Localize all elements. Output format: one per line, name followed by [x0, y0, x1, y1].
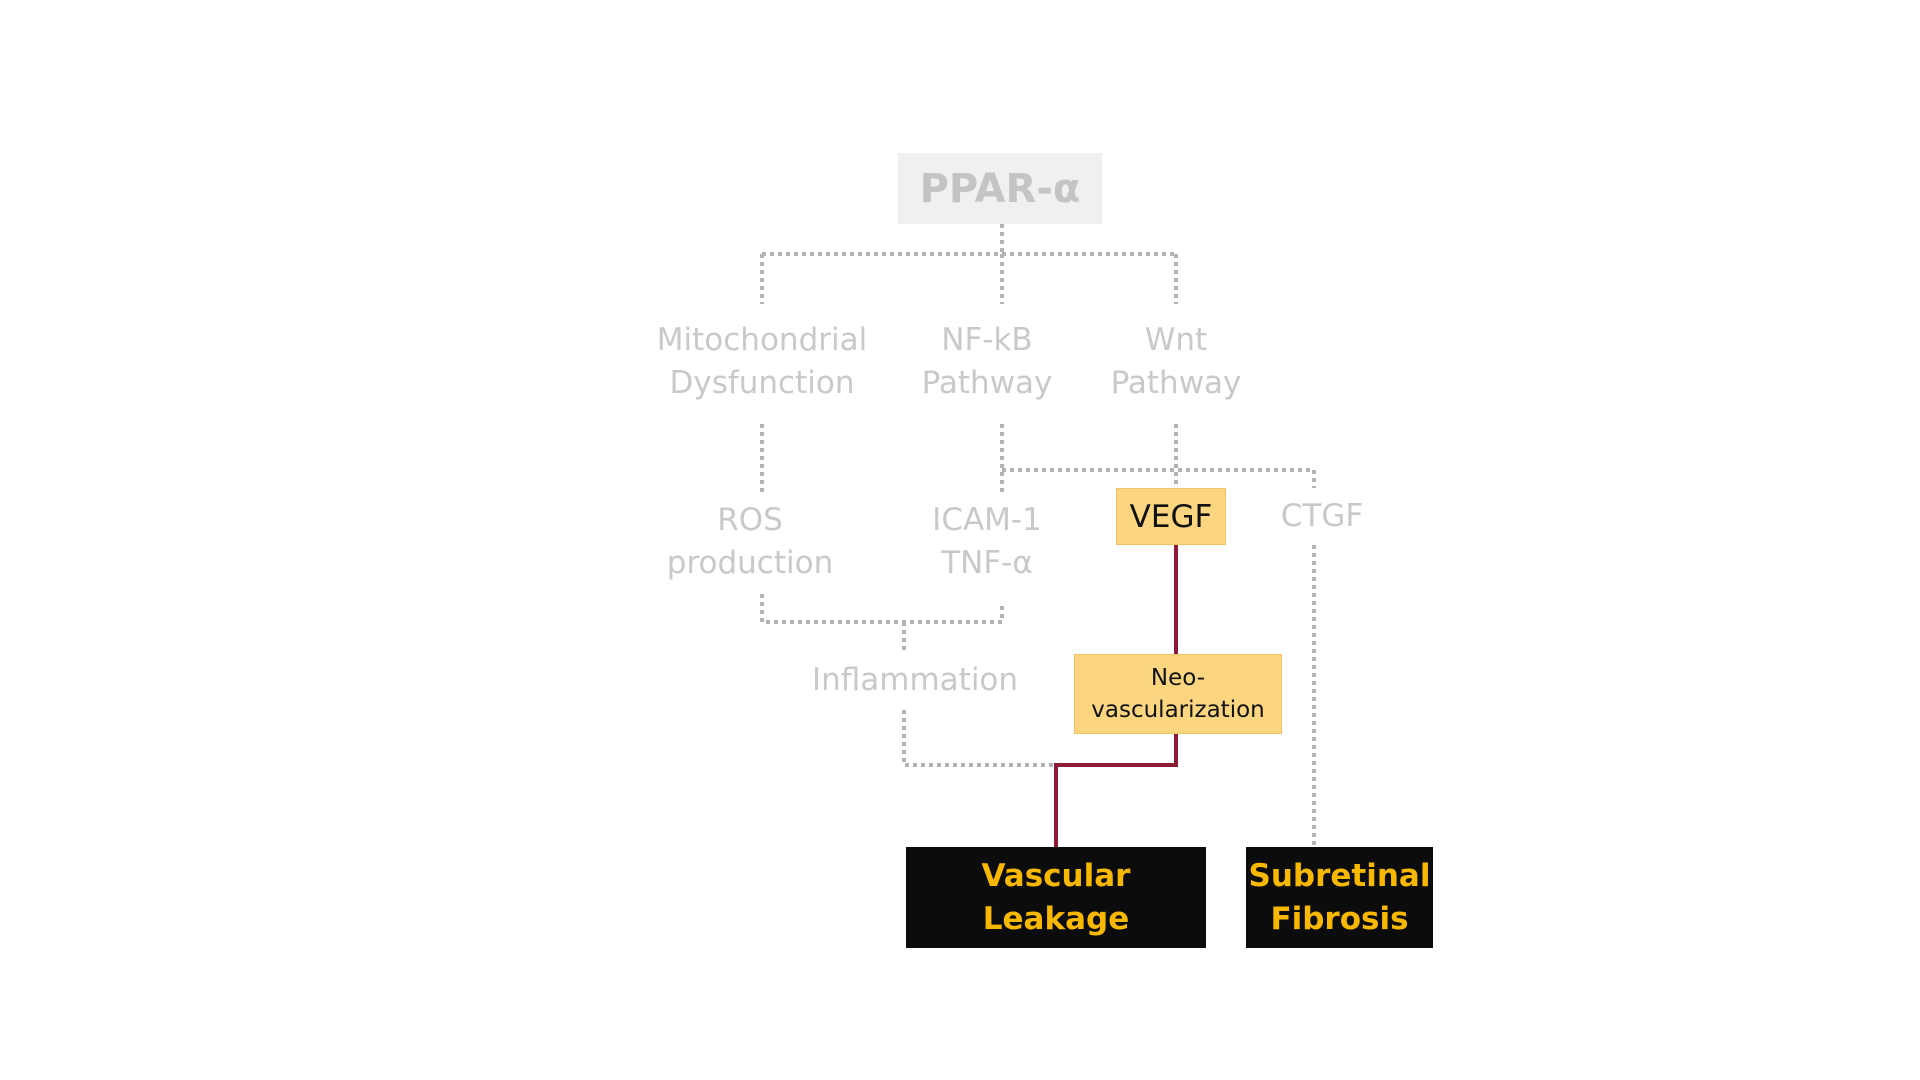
icam-line2: TNF-α — [941, 545, 1033, 581]
neovascularization-line1: Neo- — [1150, 665, 1206, 691]
icam-tnf-node: ICAM-1 TNF-α — [912, 498, 1062, 586]
neovascularization-line2: vascularization — [1091, 697, 1265, 723]
vegf-box: VEGF — [1116, 488, 1226, 545]
nfkb-line2: Pathway — [921, 365, 1053, 401]
link-neo-to-leakage — [1054, 734, 1178, 847]
wnt-pathway-node: Wnt Pathway — [1096, 318, 1256, 406]
ppar-alpha-box: PPAR-α — [898, 153, 1102, 224]
mitochondrial-dysfunction-node: Mitochondrial Dysfunction — [642, 318, 882, 406]
ros-line1: ROS — [717, 502, 783, 538]
vascular-leakage-box: Vascular Leakage — [906, 847, 1206, 948]
inflammation-label: Inflammation — [811, 661, 1019, 698]
icam-line1: ICAM-1 — [932, 502, 1042, 538]
ppar-alpha-label: PPAR-α — [919, 165, 1081, 212]
subretinal-fibrosis-box: Subretinal Fibrosis — [1246, 847, 1433, 948]
mitochondrial-line1: Mitochondrial — [656, 322, 868, 358]
wnt-line1: Wnt — [1144, 322, 1208, 358]
mitochondrial-line2: Dysfunction — [669, 365, 855, 401]
ctgf-label: CTGF — [1280, 497, 1364, 534]
nfkb-pathway-node: NF-kB Pathway — [902, 318, 1072, 406]
link-nfkb-wnt-bar — [1002, 468, 1316, 488]
subretinal-fibrosis-line2: Fibrosis — [1270, 900, 1409, 937]
nfkb-line1: NF-kB — [941, 322, 1033, 358]
inflammation-node: Inflammation — [810, 654, 1020, 706]
wnt-line2: Pathway — [1110, 365, 1242, 401]
ros-line2: production — [666, 545, 834, 581]
ros-production-node: ROS production — [658, 498, 842, 586]
ctgf-node: CTGF — [1270, 492, 1374, 540]
vascular-leakage-line2: Leakage — [982, 900, 1130, 937]
neovascularization-box: Neo- vascularization — [1074, 654, 1282, 734]
vegf-label: VEGF — [1129, 498, 1213, 535]
vascular-leakage-line1: Vascular — [981, 857, 1131, 894]
link-inflammation-to-leakage — [902, 710, 1056, 767]
link-ros-icam-bar — [760, 594, 1004, 624]
subretinal-fibrosis-line1: Subretinal — [1248, 857, 1431, 894]
